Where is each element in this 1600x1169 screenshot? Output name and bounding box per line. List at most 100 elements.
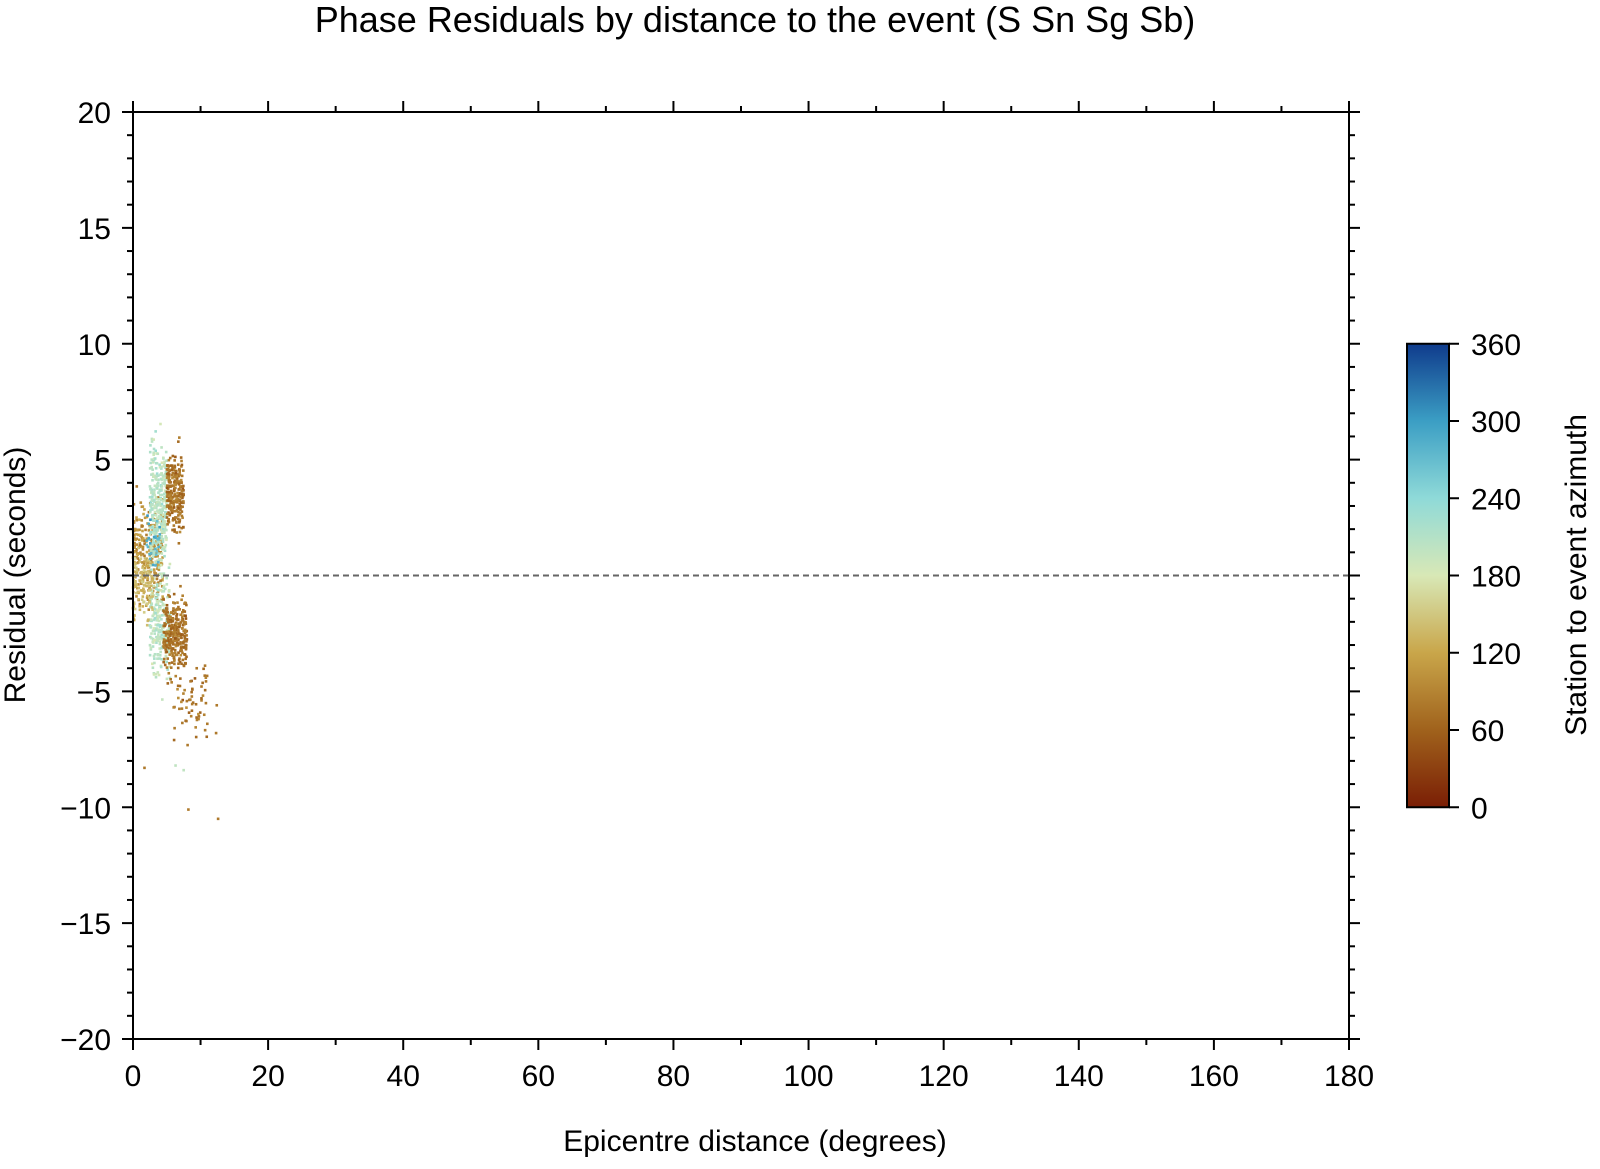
data-point — [158, 521, 161, 524]
data-point — [171, 454, 175, 458]
data-point — [190, 695, 194, 698]
data-point — [172, 509, 176, 513]
data-point — [152, 568, 156, 571]
data-point — [149, 487, 152, 491]
data-point — [141, 577, 145, 580]
data-point — [177, 658, 181, 662]
data-point — [182, 614, 185, 617]
data-point — [151, 591, 154, 595]
data-point — [152, 584, 155, 588]
data-point — [172, 706, 175, 709]
data-point — [156, 618, 159, 622]
data-point — [175, 520, 178, 524]
data-point — [159, 561, 163, 565]
data-point — [171, 632, 175, 636]
data-point — [143, 508, 146, 511]
data-point — [180, 636, 183, 640]
data-point — [174, 643, 178, 647]
data-point — [151, 662, 154, 666]
data-point — [136, 553, 140, 557]
data-point — [156, 484, 160, 488]
data-point — [152, 606, 156, 609]
data-point — [143, 766, 146, 770]
data-point — [143, 542, 146, 546]
data-point — [155, 614, 159, 618]
data-point — [183, 634, 186, 638]
data-point — [163, 531, 166, 535]
data-point — [181, 496, 184, 500]
data-point — [204, 676, 208, 680]
data-point — [169, 632, 173, 635]
data-point — [165, 476, 169, 479]
data-point — [135, 595, 138, 598]
data-point — [180, 526, 183, 530]
data-point — [167, 630, 171, 633]
data-point — [172, 738, 176, 742]
data-point — [205, 674, 209, 678]
data-point — [176, 666, 180, 670]
data-point — [172, 601, 175, 604]
data-point — [194, 702, 198, 706]
data-point — [168, 513, 172, 517]
data-point — [152, 438, 155, 441]
data-point — [168, 661, 171, 665]
data-point — [142, 563, 146, 567]
data-point — [194, 726, 198, 729]
data-point — [173, 489, 176, 493]
data-point — [169, 645, 172, 649]
data-point — [136, 590, 140, 594]
data-point — [167, 490, 171, 494]
data-point — [152, 529, 156, 533]
data-point — [163, 631, 166, 634]
data-point — [135, 591, 138, 595]
data-point — [180, 619, 184, 622]
data-point — [141, 589, 144, 592]
data-point — [162, 546, 166, 549]
data-point — [184, 662, 187, 665]
data-point — [145, 584, 148, 588]
data-point — [204, 680, 208, 683]
data-point — [174, 475, 178, 479]
data-point — [155, 584, 159, 587]
data-point — [175, 653, 179, 657]
data-point — [181, 594, 184, 598]
data-point — [152, 543, 156, 547]
data-point — [148, 572, 151, 576]
data-point — [146, 598, 150, 602]
data-point — [137, 560, 140, 564]
data-point — [161, 493, 164, 497]
data-point — [172, 659, 176, 663]
data-point — [178, 660, 182, 664]
data-point — [162, 660, 165, 664]
data-point — [179, 645, 183, 648]
data-point — [151, 579, 154, 583]
data-point — [157, 552, 160, 555]
data-point — [156, 615, 160, 619]
data-point — [151, 514, 154, 517]
data-point — [152, 612, 156, 616]
data-point — [171, 618, 175, 621]
data-point — [184, 719, 187, 723]
data-point — [143, 566, 147, 570]
x-tick-label: 40 — [387, 1060, 420, 1093]
data-point — [163, 587, 167, 591]
data-point — [156, 538, 160, 541]
data-point — [165, 477, 169, 481]
data-point — [164, 637, 168, 640]
data-point — [141, 579, 145, 582]
data-point — [164, 634, 168, 637]
data-point — [174, 471, 178, 475]
data-point — [160, 614, 164, 617]
data-point — [151, 543, 154, 546]
data-point — [135, 485, 139, 488]
data-point — [140, 598, 144, 601]
data-point — [166, 484, 169, 487]
data-point — [173, 528, 176, 531]
data-point — [148, 605, 152, 609]
data-point — [184, 643, 187, 647]
data-point — [164, 603, 167, 607]
data-point — [148, 560, 152, 564]
data-point — [162, 477, 165, 480]
data-point — [151, 492, 155, 496]
data-point — [171, 506, 175, 510]
